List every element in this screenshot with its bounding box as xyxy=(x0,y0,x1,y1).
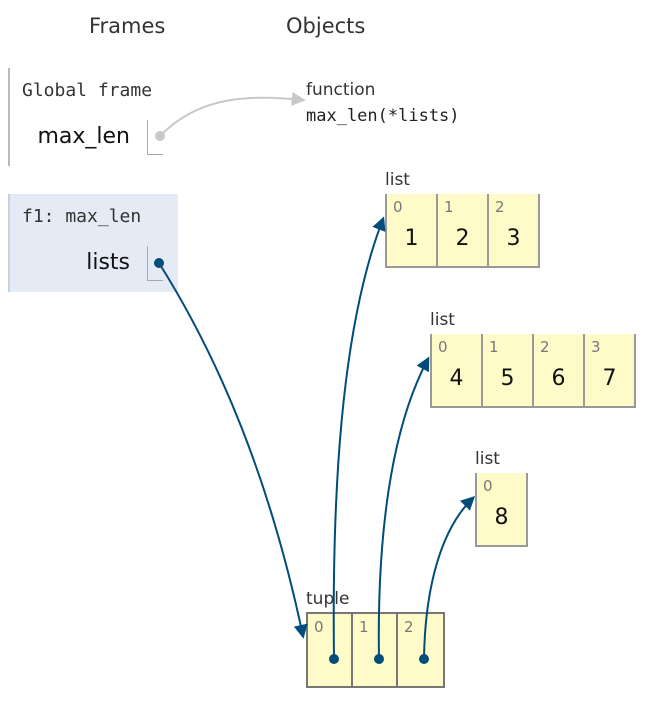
list-2-cell: 0 4 xyxy=(432,334,483,406)
function-type-label: function xyxy=(306,80,376,100)
list-3-cell: 0 8 xyxy=(477,473,528,545)
tuple-cell: 2 xyxy=(398,614,443,686)
tuple: 0 1 2 xyxy=(306,612,445,688)
tuple-type-label: tuple xyxy=(306,589,350,609)
cell-index: 2 xyxy=(404,618,414,636)
cell-index: 1 xyxy=(359,618,369,636)
global-frame: Global frame max_len xyxy=(8,68,178,166)
frames-heading: Frames xyxy=(89,14,166,38)
cell-value: 5 xyxy=(500,366,515,391)
lists-pointer xyxy=(154,258,308,639)
cell-value: 2 xyxy=(455,226,470,251)
tuple-cell: 1 xyxy=(353,614,398,686)
call-frame-title: f1: max_len xyxy=(22,206,142,227)
cell-value: 7 xyxy=(602,366,617,391)
cell-value: 8 xyxy=(494,505,509,530)
variable-lists-slot xyxy=(147,246,163,281)
list-1-cell: 1 2 xyxy=(438,194,489,266)
cell-index: 0 xyxy=(393,198,403,216)
cell-index: 1 xyxy=(489,338,499,356)
cell-index: 0 xyxy=(438,338,448,356)
list-1: 0 1 1 2 2 3 xyxy=(385,194,540,268)
variable-lists: lists xyxy=(86,250,130,275)
call-frame-f1: f1: max_len lists xyxy=(8,194,178,292)
list-1-cell: 0 1 xyxy=(387,194,438,266)
list-2-type-label: list xyxy=(430,310,455,330)
global-frame-title: Global frame xyxy=(22,80,153,101)
list-3: 0 8 xyxy=(475,473,528,547)
variable-max-len-slot xyxy=(147,120,163,155)
list-2-cell: 1 5 xyxy=(483,334,534,406)
cell-index: 0 xyxy=(483,477,493,495)
function-signature: max_len(*lists) xyxy=(306,106,460,126)
cell-value: 1 xyxy=(404,226,419,251)
cell-value: 6 xyxy=(551,366,566,391)
variable-max-len: max_len xyxy=(37,124,130,149)
cell-value: 3 xyxy=(506,226,521,251)
list-1-type-label: list xyxy=(385,170,410,190)
tuple-cell: 0 xyxy=(308,614,353,686)
list-2-cell: 2 6 xyxy=(534,334,585,406)
list-2: 0 4 1 5 2 6 3 7 xyxy=(430,334,636,408)
objects-heading: Objects xyxy=(286,14,366,38)
list-3-type-label: list xyxy=(475,449,500,469)
cell-index: 2 xyxy=(540,338,550,356)
cell-index: 1 xyxy=(444,198,454,216)
list-1-cell: 2 3 xyxy=(489,194,540,266)
cell-index: 2 xyxy=(495,198,505,216)
list-2-cell: 3 7 xyxy=(585,334,636,406)
cell-index: 3 xyxy=(591,338,601,356)
cell-index: 0 xyxy=(314,618,324,636)
cell-value: 4 xyxy=(449,366,464,391)
